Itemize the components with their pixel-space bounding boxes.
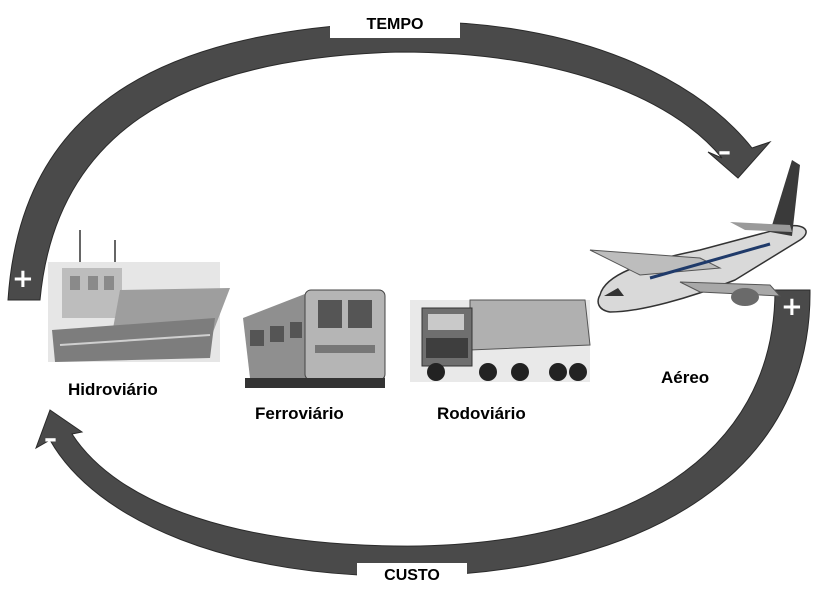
custo-label: CUSTO xyxy=(357,563,467,589)
mode-label-rodoviario: Rodoviário xyxy=(437,404,526,423)
mode-label-ferroviario: Ferroviário xyxy=(255,404,344,423)
tempo-arrow xyxy=(7,21,772,301)
airplane-illustration xyxy=(589,160,807,313)
mode-label-aereo: Aéreo xyxy=(661,368,710,387)
sign-minus-top-right: – xyxy=(718,137,731,167)
custo-arrow xyxy=(35,289,811,577)
train-illustration xyxy=(243,289,386,388)
sign-minus-bottom-left: – xyxy=(44,424,57,454)
tempo-label: TEMPO xyxy=(330,12,460,38)
truck-illustration xyxy=(410,299,591,382)
sign-plus-bottom-right: + xyxy=(781,292,803,322)
port-illustration xyxy=(48,230,230,362)
sign-plus-top-left: + xyxy=(12,264,34,294)
mode-label-hidroviario: Hidroviário xyxy=(68,380,158,399)
